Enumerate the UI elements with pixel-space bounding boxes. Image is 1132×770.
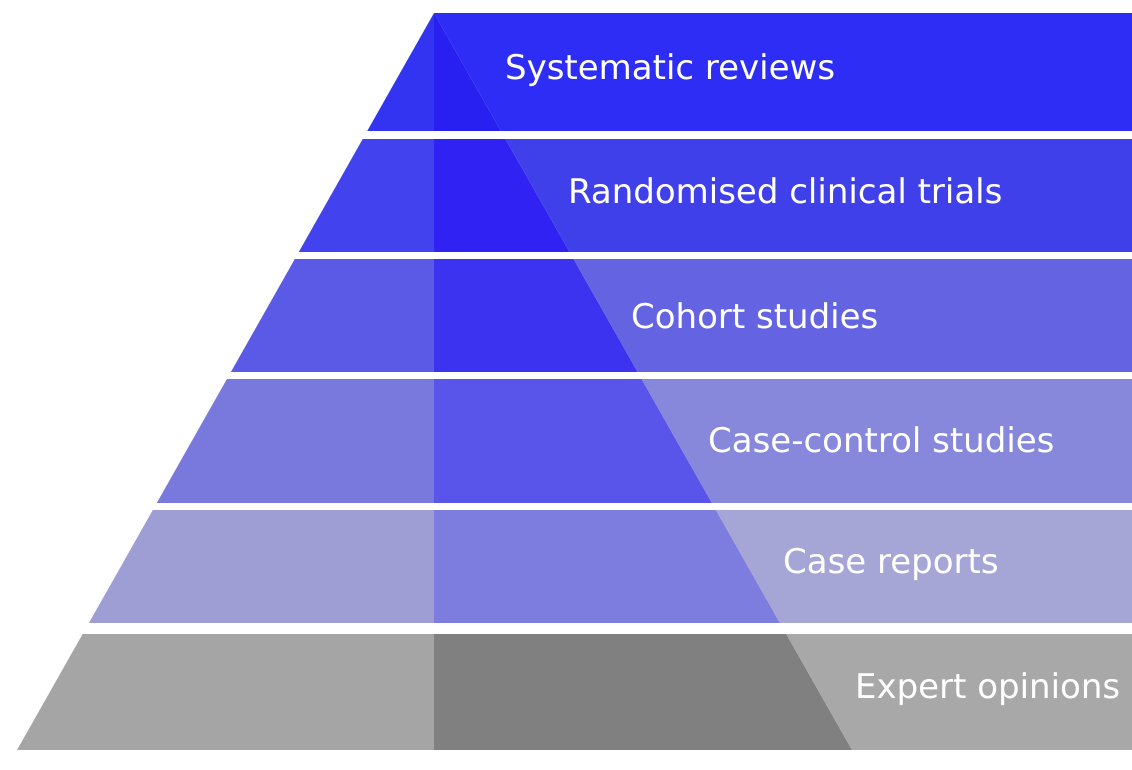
pyramid-level-5[interactable]	[88, 510, 1132, 623]
level-4-left-face	[156, 379, 434, 503]
level-6-left-face	[17, 634, 434, 750]
level-5-shaded-face	[434, 510, 780, 623]
pyramid-level-6[interactable]	[17, 634, 1132, 750]
level-1-left-face	[367, 13, 434, 131]
pyramid-level-3[interactable]	[230, 259, 1132, 372]
level-2-right-face	[505, 139, 1132, 252]
level-3-right-face	[573, 259, 1132, 372]
pyramid-level-2[interactable]	[298, 139, 1132, 252]
pyramid-level-4[interactable]	[156, 379, 1132, 503]
level-5-right-face	[715, 510, 1132, 623]
level-2-left-face	[298, 139, 434, 252]
level-6-shaded-face	[434, 634, 852, 750]
level-5-left-face	[88, 510, 435, 623]
level-3-left-face	[230, 259, 434, 372]
level-4-shaded-face	[434, 379, 712, 503]
level-6-right-face	[786, 634, 1132, 750]
pyramid-level-1[interactable]	[367, 13, 1132, 131]
level-4-right-face	[641, 379, 1132, 503]
level-2-shaded-face	[434, 139, 570, 252]
level-3-shaded-face	[434, 259, 638, 372]
level-1-right-face	[434, 13, 1132, 131]
